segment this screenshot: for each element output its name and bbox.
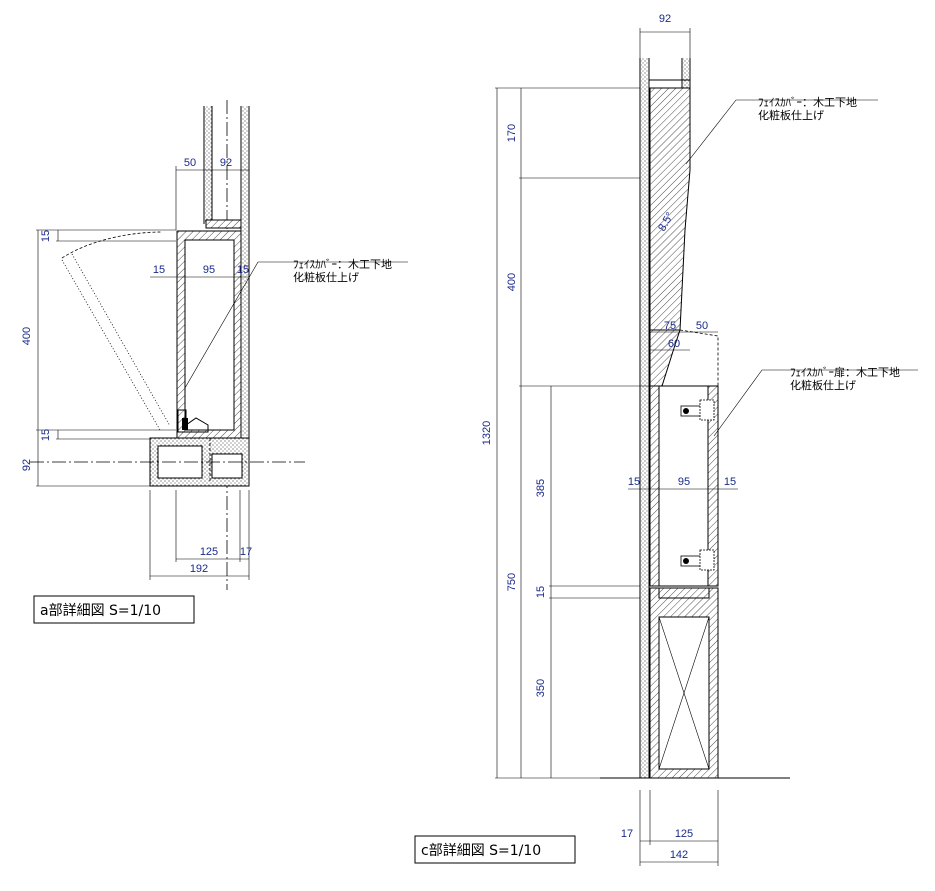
dim-a-95: 95 xyxy=(203,264,215,276)
dim-c-92-top: 92 xyxy=(659,13,671,25)
dim-c-125: 125 xyxy=(675,828,693,840)
dim-a-17: 17 xyxy=(240,546,252,558)
dim-a-125: 125 xyxy=(200,546,218,558)
dim-c-60: 60 xyxy=(668,338,680,350)
note-c1-line1: ﾌｪｲｽｶﾊﾞｰ：木工下地 xyxy=(758,96,857,109)
detail-c: 92 170 400 1320 385 750 15 350 75 50 60 … xyxy=(414,13,918,866)
dim-a-192: 192 xyxy=(190,563,208,575)
dim-a-15-top: 15 xyxy=(40,230,52,242)
note-a-line2: 化粧板仕上げ xyxy=(293,270,359,284)
note-c1-line2: 化粧板仕上げ xyxy=(758,108,824,122)
dim-c-350: 350 xyxy=(535,679,547,697)
note-c2-line2: 化粧板仕上げ xyxy=(790,378,856,392)
dim-c-75: 75 xyxy=(664,320,676,332)
title-c: c部詳細図 S=1/10 xyxy=(421,843,541,859)
dim-c-750: 750 xyxy=(506,573,518,591)
dim-c-385: 385 xyxy=(535,479,547,497)
dim-c-17: 17 xyxy=(621,828,633,840)
dim-c-15-right: 15 xyxy=(724,476,736,488)
dim-c-1320: 1320 xyxy=(481,421,493,445)
dim-a-15-inner-left: 15 xyxy=(153,264,165,276)
dim-a-15-bottom: 15 xyxy=(40,429,52,441)
dim-c-50: 50 xyxy=(696,320,708,332)
dim-c-400: 400 xyxy=(506,273,518,291)
dim-c-15: 15 xyxy=(535,586,547,598)
dim-a-400: 400 xyxy=(21,327,33,345)
note-a-line1: ﾌｪｲｽｶﾊﾞｰ：木工下地 xyxy=(293,258,392,271)
note-c2-line1: ﾌｪｲｽｶﾊﾞｰ扉：木工下地 xyxy=(790,366,900,379)
dim-c-95: 95 xyxy=(678,476,690,488)
title-a: a部詳細図 S=1/10 xyxy=(40,603,161,619)
dim-a-92-left: 92 xyxy=(21,459,33,471)
dim-a-92-top: 92 xyxy=(220,157,232,169)
dim-c-142: 142 xyxy=(670,849,688,861)
dim-c-15-left: 15 xyxy=(628,476,640,488)
title-box-a xyxy=(33,595,195,624)
title-box-c xyxy=(414,835,576,864)
dim-c-170: 170 xyxy=(506,124,518,142)
detail-a: 50 92 15 400 15 92 15 95 15 125 17 192 ﾌ… xyxy=(21,100,408,624)
dim-a-15-inner-right: 15 xyxy=(237,264,249,276)
dim-a-50: 50 xyxy=(184,157,196,169)
